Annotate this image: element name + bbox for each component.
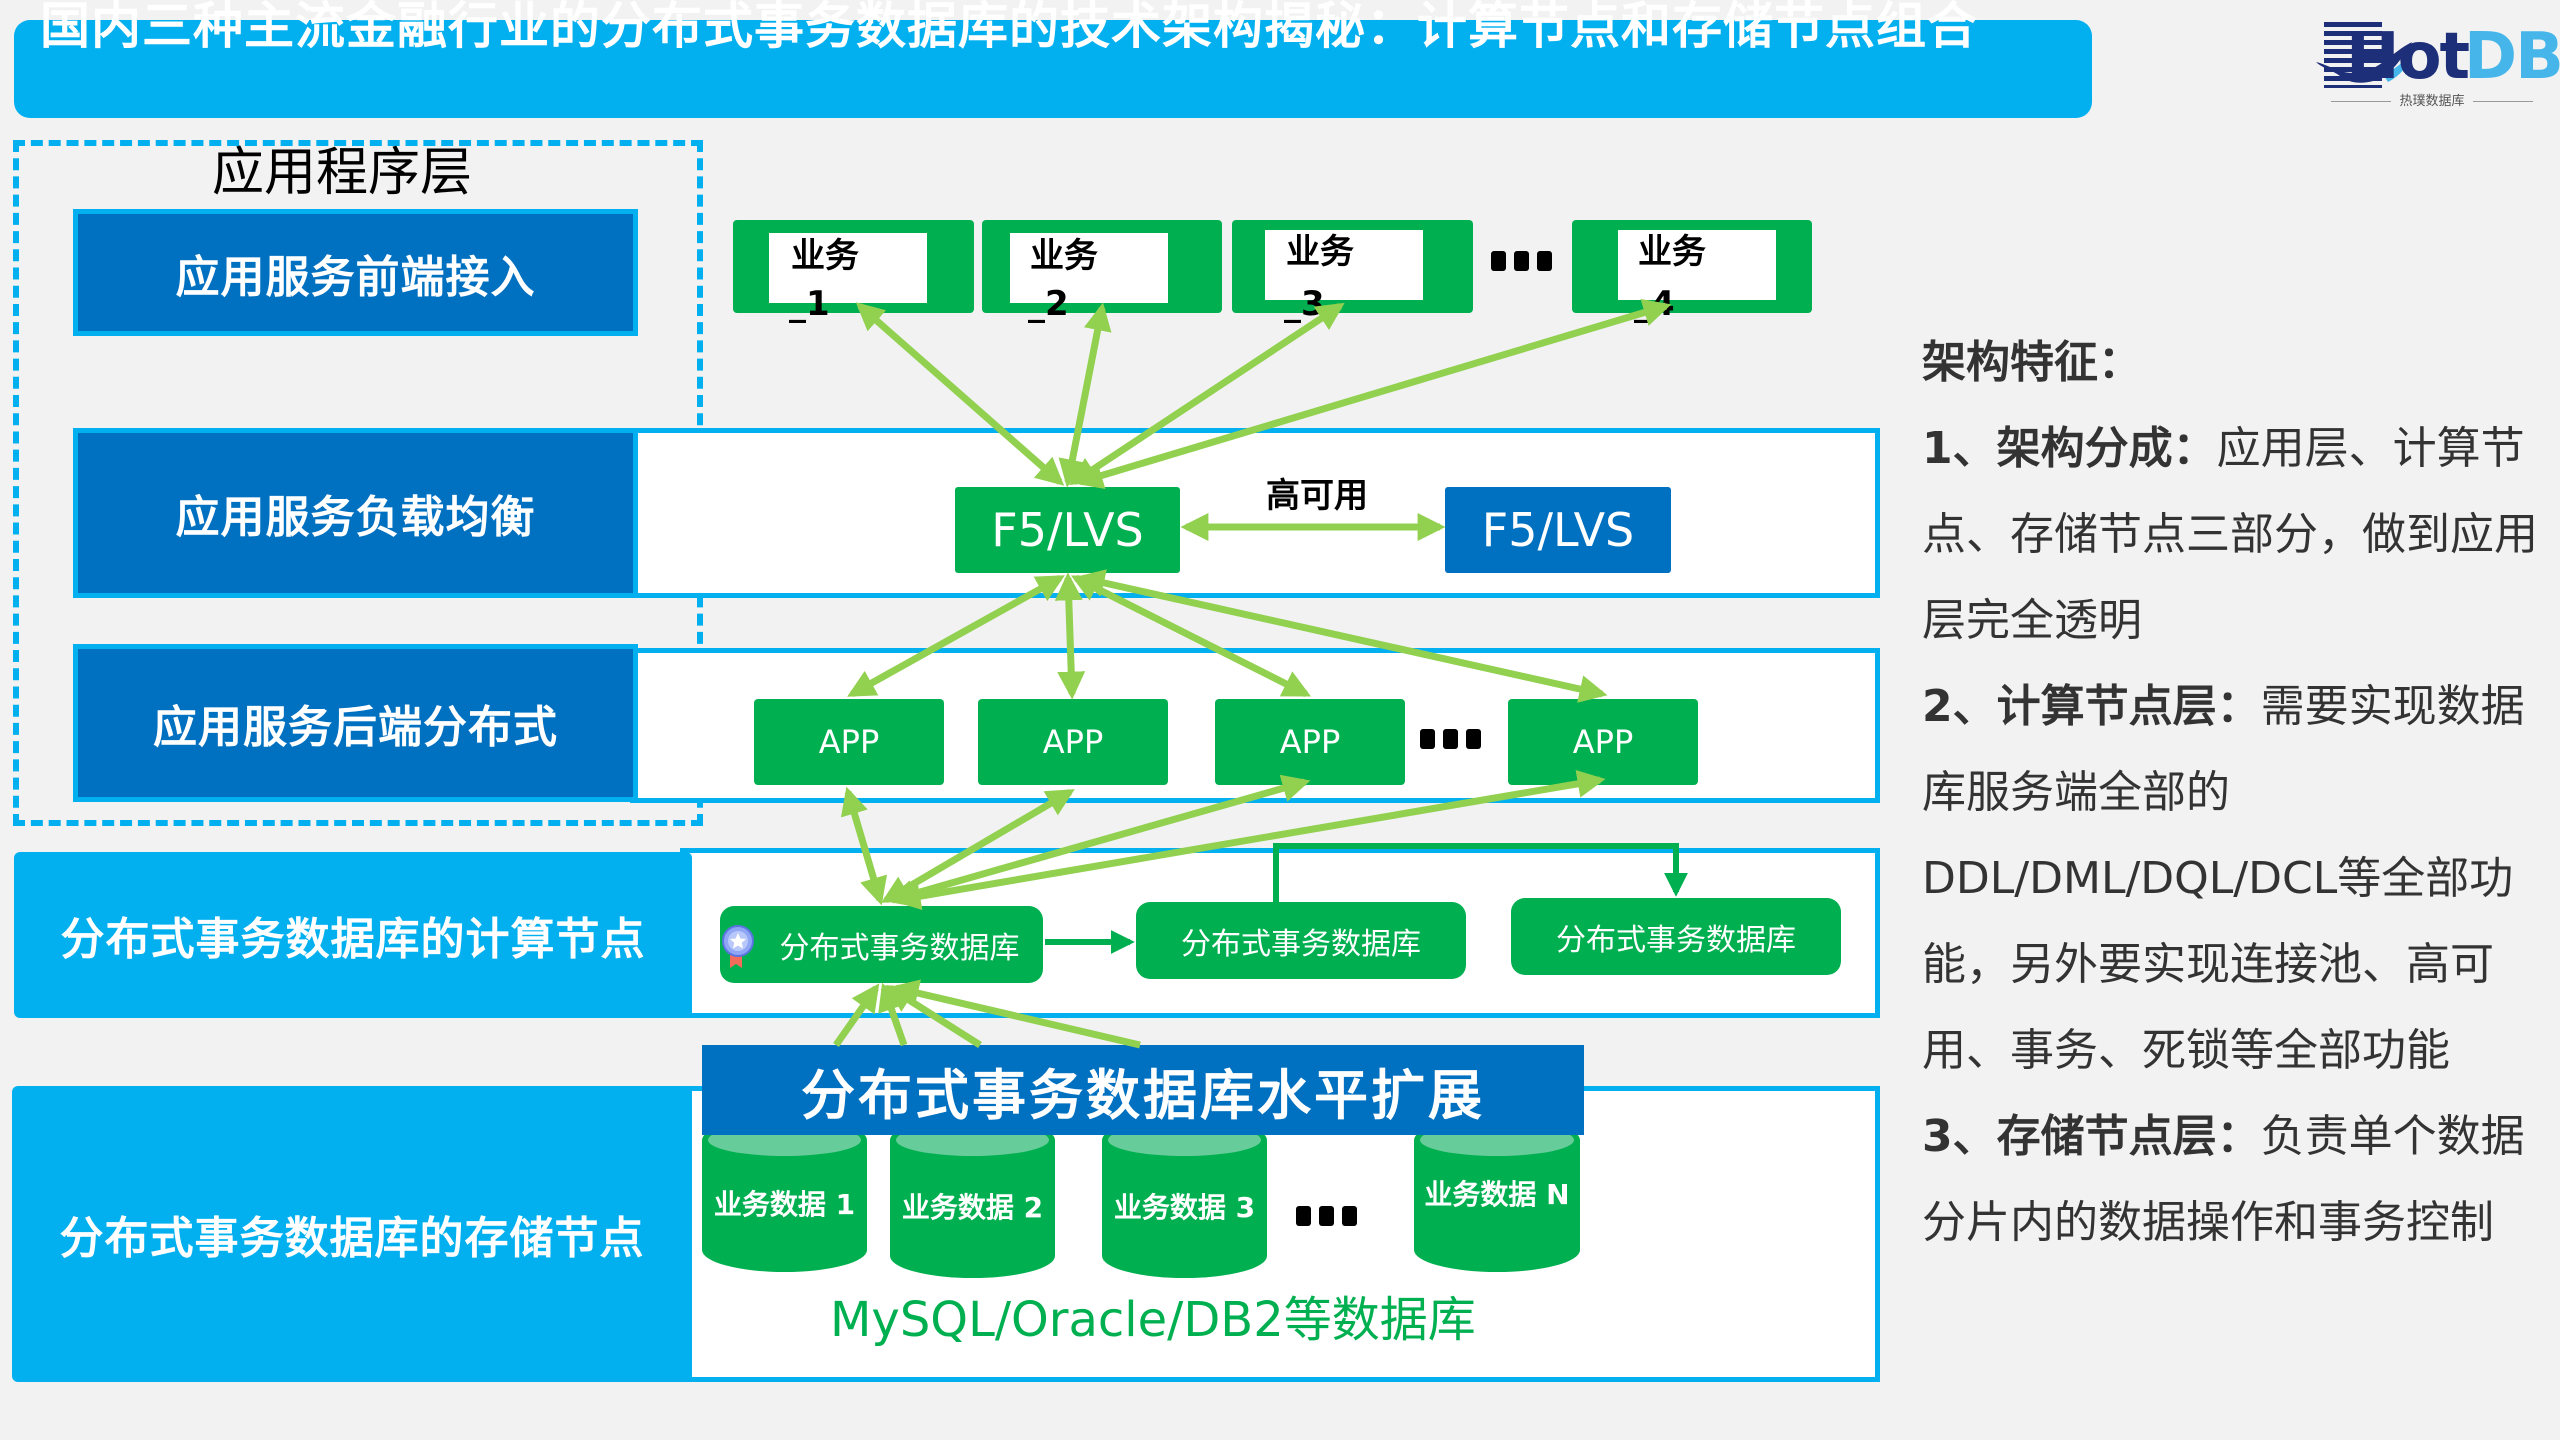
feature-body: 负责单个数据分片内的数据操作和事务控制 [1922, 1111, 2525, 1248]
load-balance-text: 应用服务负载均衡 [175, 492, 536, 543]
storage-shard-label: 业务数据 3 [1113, 1191, 1256, 1224]
high-availability-label: 高可用 [1266, 476, 1368, 516]
app-layer-label: 应用程序层 [212, 143, 473, 203]
business-label: 业务 [1286, 232, 1354, 272]
feature-item: 1、架构分成：应用层、计算节点、存储节点三部分，做到应用层完全透明 [1922, 406, 2542, 664]
business-suffix: _3 [1284, 284, 1325, 324]
storage-ellipsis [1296, 1206, 1357, 1226]
business-suffix: _2 [1028, 284, 1069, 324]
medal-icon [722, 925, 754, 968]
business-box-inner [769, 233, 927, 303]
compute-node[interactable]: 分布式事务数据库 [1136, 902, 1466, 979]
logo-brand-primary: Hot [2346, 20, 2470, 94]
storage-shard-label: 业务数据 N [1424, 1177, 1570, 1211]
compute-node-label: 分布式事务数据库 [1181, 926, 1421, 962]
storage-nodes-text: 分布式事务数据库的存储节点 [59, 1213, 645, 1264]
logo-brand-secondary: DB [2464, 20, 2560, 94]
load-balance-band [630, 428, 1880, 598]
business-box-inner [1265, 230, 1423, 300]
app-node-label: APP [818, 723, 880, 761]
architecture-features: 架构特征： 1、架构分成：应用层、计算节点、存储节点三部分，做到应用层完全透明 … [1922, 320, 2542, 1266]
app-node-label: APP [1042, 723, 1104, 761]
app-node[interactable]: APP [1215, 699, 1405, 785]
f5-lvs-secondary-label: F5/LVS [1481, 503, 1635, 557]
f5-lvs-primary[interactable]: F5/LVS [955, 487, 1180, 573]
app-node-label: APP [1279, 723, 1341, 761]
business-box-inner [1618, 230, 1776, 300]
business-suffix: _4 [1634, 284, 1675, 324]
f5-lvs-secondary[interactable]: F5/LVS [1445, 487, 1671, 573]
storage-shard[interactable]: 业务数据 1 [702, 1118, 867, 1272]
features-title: 架构特征： [1922, 337, 2142, 388]
cylinder-bottom [1414, 1228, 1580, 1272]
storage-shard-label: 业务数据 1 [713, 1188, 856, 1222]
logo-subtitle: 热璞数据库 [2312, 94, 2552, 110]
storage-shard-label: 业务数据 2 [901, 1191, 1044, 1224]
compute-node-label: 分布式事务数据库 [779, 930, 1020, 966]
feature-body: 需要实现数据库服务端全部的DDL/DML/DQL/DCL等全部功能，另外要实现连… [1922, 681, 2525, 1076]
business-box[interactable]: 业务 _2 [982, 220, 1222, 324]
load-balance-label: 应用服务负载均衡 [73, 428, 638, 598]
cylinder-bottom [890, 1234, 1055, 1278]
storage-nodes-label: 分布式事务数据库的存储节点 [12, 1086, 692, 1382]
feature-body: 应用层、计算节点、存储节点三部分，做到应用层完全透明 [1922, 423, 2538, 646]
title-overflow: 国内三种主流金融行业的分布式事务数据库的技术架构揭秘：计算节点和存储节点组合 [14, 0, 2092, 20]
business-box[interactable]: 业务 _4 [1572, 220, 1812, 324]
storage-band [680, 1086, 1880, 1382]
business-label: 业务 [1030, 236, 1098, 276]
business-label: 业务 [1638, 232, 1706, 272]
cylinder-bottom [702, 1228, 867, 1272]
feature-head: 2、计算节点层： [1922, 681, 2261, 732]
title-bar: 国内三种主流金融行业的分布式事务数据库的技术架构揭秘：计算节点和存储节点组合 [14, 20, 2092, 118]
business-suffix: _1 [789, 284, 830, 324]
business-box[interactable]: 业务 _1 [733, 220, 974, 324]
feature-item: 3、存储节点层：负责单个数据分片内的数据操作和事务控制 [1922, 1094, 2542, 1266]
storage-shard[interactable]: 业务数据 3 [1102, 1118, 1267, 1278]
business-box[interactable]: 业务 _3 [1232, 220, 1473, 324]
app-node[interactable]: APP [978, 699, 1168, 785]
app-ellipsis [1420, 729, 1481, 749]
database-types-caption: MySQL/Oracle/DB2等数据库 [830, 1292, 1476, 1348]
whale-icon [2316, 42, 2412, 83]
backend-distributed-text: 应用服务后端分布式 [153, 702, 558, 753]
compute-node-label: 分布式事务数据库 [1556, 922, 1796, 958]
compute-node-primary[interactable]: 分布式事务数据库 [720, 906, 1043, 983]
app-node[interactable]: APP [754, 699, 944, 785]
compute-node[interactable]: 分布式事务数据库 [1511, 898, 1841, 975]
storage-shard[interactable]: 业务数据 2 [890, 1118, 1055, 1278]
app-node[interactable]: APP [1508, 699, 1698, 785]
compute-nodes-text: 分布式事务数据库的计算节点 [60, 914, 646, 965]
compute-nodes-label: 分布式事务数据库的计算节点 [14, 852, 692, 1018]
feature-head: 3、存储节点层： [1922, 1111, 2261, 1162]
business-box-inner [1010, 233, 1168, 303]
horizontal-expansion-text: 分布式事务数据库水平扩展 [801, 1063, 1485, 1127]
horizontal-expansion-banner: 分布式事务数据库水平扩展 [702, 1045, 1584, 1135]
frontend-access-text: 应用服务前端接入 [175, 251, 536, 303]
app-node-label: APP [1572, 723, 1634, 761]
feature-head: 1、架构分成： [1922, 423, 2217, 474]
feature-item: 2、计算节点层：需要实现数据库服务端全部的DDL/DML/DQL/DCL等全部功… [1922, 664, 2542, 1094]
business-label: 业务 [791, 236, 859, 276]
business-ellipsis [1491, 251, 1552, 271]
frontend-access-label: 应用服务前端接入 [73, 209, 638, 336]
cylinder-bottom [1102, 1234, 1267, 1278]
logo: Hot DB 热璞数据库 [2312, 14, 2560, 114]
f5-lvs-primary-label: F5/LVS [991, 503, 1144, 557]
backend-distributed-label: 应用服务后端分布式 [73, 644, 638, 802]
page-title: 国内三种主流金融行业的分布式事务数据库的技术架构揭秘：计算节点和存储节点组合 [40, 20, 1978, 55]
storage-shard[interactable]: 业务数据 N [1414, 1118, 1580, 1272]
page-title-overflow: 国内三种主流金融行业的分布式事务数据库的技术架构揭秘：计算节点和存储节点组合 [40, 0, 2080, 20]
